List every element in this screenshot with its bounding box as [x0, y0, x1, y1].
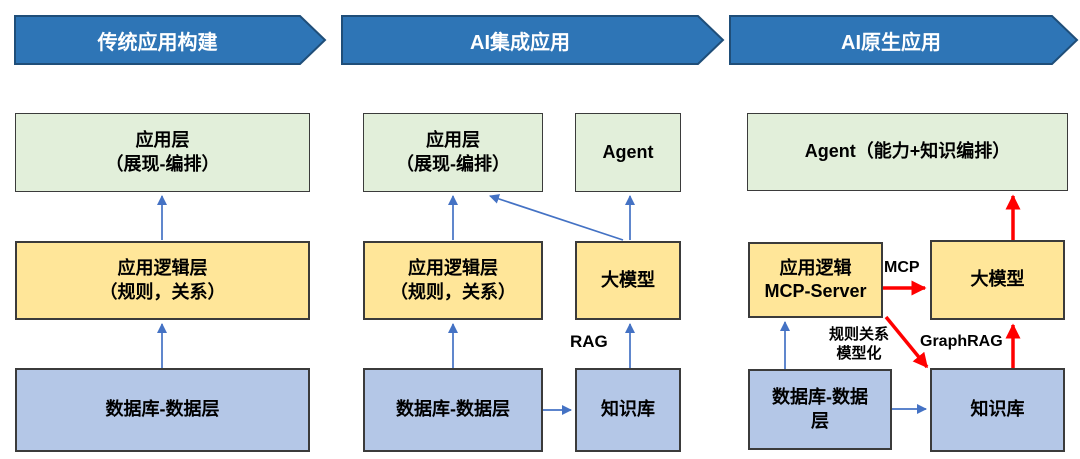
col2-app-layer-line1: 应用层	[426, 130, 480, 151]
arrow-col2-model-to-app	[489, 194, 624, 241]
col2-logic-layer-box: 应用逻辑层 （规则，关系）	[363, 241, 543, 320]
col1-logic-layer-line1: 应用逻辑层	[117, 258, 208, 279]
graphrag-arrow-label: GraphRAG	[920, 333, 1003, 350]
banner-traditional-app-label: 传统应用构建	[97, 31, 218, 54]
col3-logic-mcp-server-box: 应用逻辑 MCP-Server	[748, 242, 883, 318]
banner-ai-native-label: AI原生应用	[841, 31, 941, 54]
col3-knowledge-base-line1: 知识库	[970, 399, 1025, 420]
col2-logic-layer-line1: 应用逻辑层	[408, 258, 498, 279]
col2-data-layer-line1: 数据库-数据层	[396, 399, 510, 420]
col3-data-layer-line1: 数据库-数据	[772, 387, 868, 408]
col3-logic-line2: MCP-Server	[764, 281, 867, 301]
col3-knowledge-base-box: 知识库	[930, 368, 1065, 452]
col3-logic-line1: 应用逻辑	[779, 257, 852, 278]
arrow-col3-logic-to-knowledge	[884, 315, 929, 369]
rule-relation-line1: 规则关系	[828, 326, 889, 343]
banner-shape-traditional	[14, 15, 327, 65]
col3-data-layer-box: 数据库-数据 层	[748, 369, 892, 450]
banner-ai-integrated-label: AI集成应用	[470, 31, 570, 54]
col2-app-layer-box: 应用层 （展现-编排）	[363, 113, 543, 192]
col1-logic-layer-line2: （规则，关系）	[99, 281, 226, 302]
col1-app-layer-line2: （展现-编排）	[105, 153, 220, 174]
mcp-arrow-label: MCP	[884, 259, 920, 276]
banner-shape-ai-native	[729, 15, 1079, 65]
col3-agent-box: Agent（能力+知识编排）	[747, 113, 1068, 191]
banner-shape-ai-integrated	[341, 15, 725, 65]
col2-knowledge-base-box: 知识库	[575, 368, 681, 452]
col2-data-layer-box: 数据库-数据层	[363, 368, 543, 452]
col3-agent-line1: Agent（能力+知识编排）	[804, 141, 1011, 162]
col3-model-line1: 大模型	[970, 269, 1025, 290]
col1-app-layer-line1: 应用层	[135, 130, 190, 151]
col2-app-layer-line2: （展现-编排）	[396, 153, 510, 174]
col2-agent-line1: Agent	[602, 141, 654, 162]
col3-model-box: 大模型	[930, 240, 1065, 320]
rule-relation-line2: 模型化	[836, 344, 882, 362]
col1-logic-layer-box: 应用逻辑层 （规则，关系）	[15, 241, 310, 320]
col2-knowledge-base-line1: 知识库	[601, 399, 655, 420]
col1-app-layer-box: 应用层 （展现-编排）	[15, 113, 310, 192]
col2-agent-box: Agent	[575, 113, 681, 192]
col3-data-layer-line2: 层	[811, 410, 829, 431]
rule-relation-modeling-label: 规则关系 模型化	[813, 326, 905, 364]
rag-arrow-label: RAG	[570, 332, 608, 351]
col1-data-layer-box: 数据库-数据层	[15, 368, 310, 452]
col2-logic-layer-line2: （规则，关系）	[390, 281, 516, 302]
col2-model-line1: 大模型	[601, 269, 655, 290]
col1-data-layer-line1: 数据库-数据层	[105, 399, 220, 420]
col2-model-box: 大模型	[575, 241, 681, 320]
